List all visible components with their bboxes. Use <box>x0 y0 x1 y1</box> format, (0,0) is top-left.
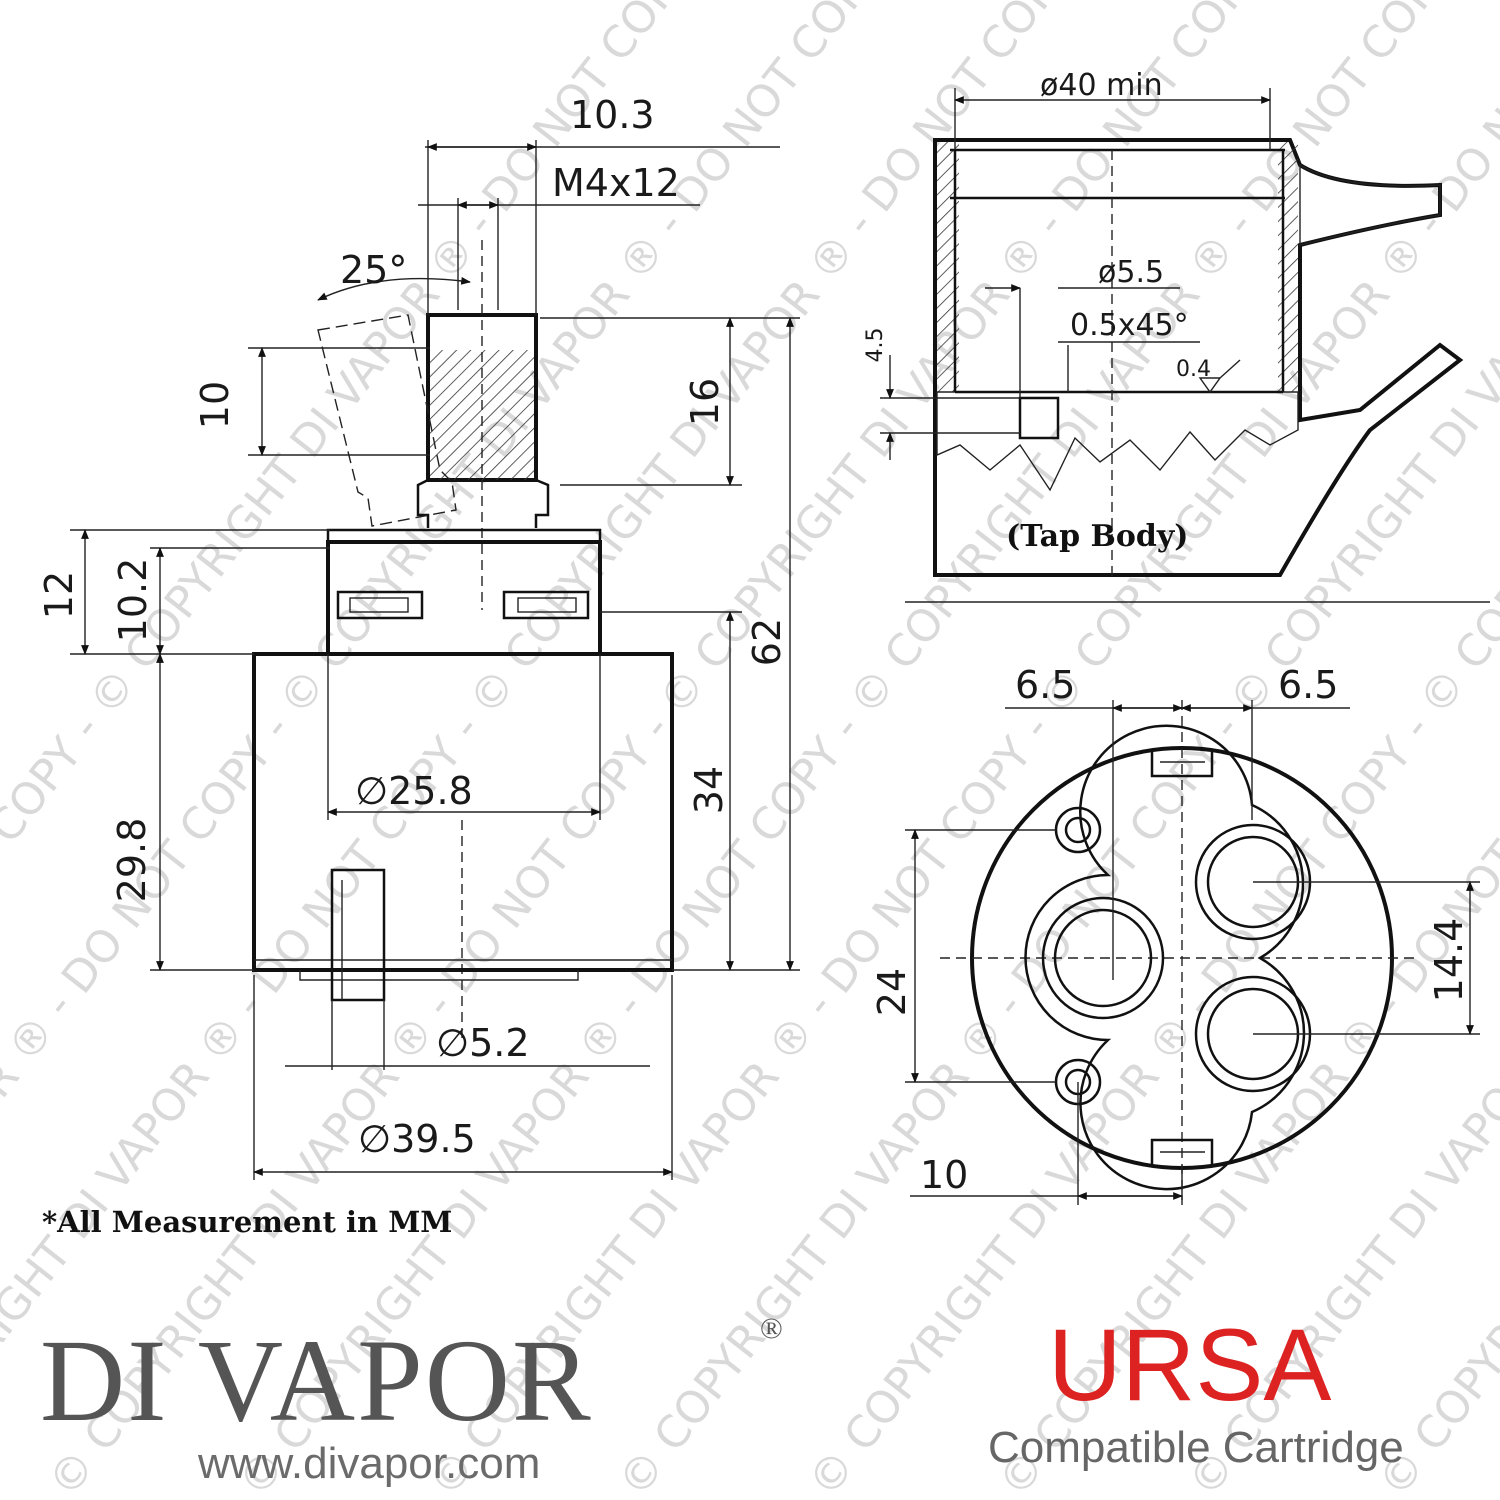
collar-height-b-label: 10.2 <box>111 558 155 643</box>
tap-body-floor <box>936 391 1299 492</box>
finish-label: 0.4 <box>1176 357 1211 382</box>
base-view: 6.5 6.5 14.4 24 10 <box>870 663 1480 1205</box>
body-height-b-label: 29.8 <box>110 818 154 903</box>
tilted-spindle-outline <box>317 314 457 527</box>
spindle-width-label: 10.3 <box>570 93 655 137</box>
model-name: URSA <box>1048 1308 1331 1422</box>
offset-right-label: 6.5 <box>1278 663 1338 707</box>
collar-diameter-label: ∅25.8 <box>355 769 473 813</box>
thread-label: M4x12 <box>552 161 680 205</box>
offset-left-label: 6.5 <box>1015 663 1075 707</box>
collar-height-a-label: 12 <box>37 571 81 619</box>
brand-url: www.divapor.com <box>197 1439 540 1488</box>
pin-spacing-label: 24 <box>870 968 914 1016</box>
cartridge-body <box>252 652 674 972</box>
angle-label: 25° <box>340 248 407 292</box>
body-diameter-label: ∅39.5 <box>358 1117 476 1161</box>
body-height-label: 34 <box>687 766 731 814</box>
depth-label: 4.5 <box>863 328 888 363</box>
locating-pin <box>330 868 386 1002</box>
product-subtitle: Compatible Cartridge <box>988 1423 1404 1472</box>
inlet-port <box>1041 896 1165 1020</box>
tap-body-view: ø40 min ø5.5 0.5x45° 4.5 0.4 (Tap Body) <box>863 68 1490 603</box>
side-view: 25° 10.3 M4x12 10 <box>37 93 800 1180</box>
pin-offset-label: 10 <box>920 1153 968 1197</box>
tap-body-label: (Tap Body) <box>1006 519 1188 554</box>
overall-height-label: 62 <box>745 618 789 666</box>
spindle-height-label: 16 <box>683 378 727 426</box>
bore-diameter-label: ø40 min <box>1040 68 1163 103</box>
port-spacing-label: 14.4 <box>1427 918 1471 1003</box>
measurement-note: *All Measurement in MM <box>42 1205 452 1239</box>
chamfer-label: 0.5x45° <box>1070 308 1189 343</box>
registered-mark: ® <box>760 1312 783 1345</box>
brand-name: DI VAPOR <box>40 1315 593 1446</box>
hole-diameter-label: ø5.5 <box>1098 255 1164 290</box>
spline-height-label: 10 <box>193 381 237 429</box>
mount-hole-top <box>1054 806 1102 854</box>
pin-diameter-label: ∅5.2 <box>436 1021 530 1065</box>
